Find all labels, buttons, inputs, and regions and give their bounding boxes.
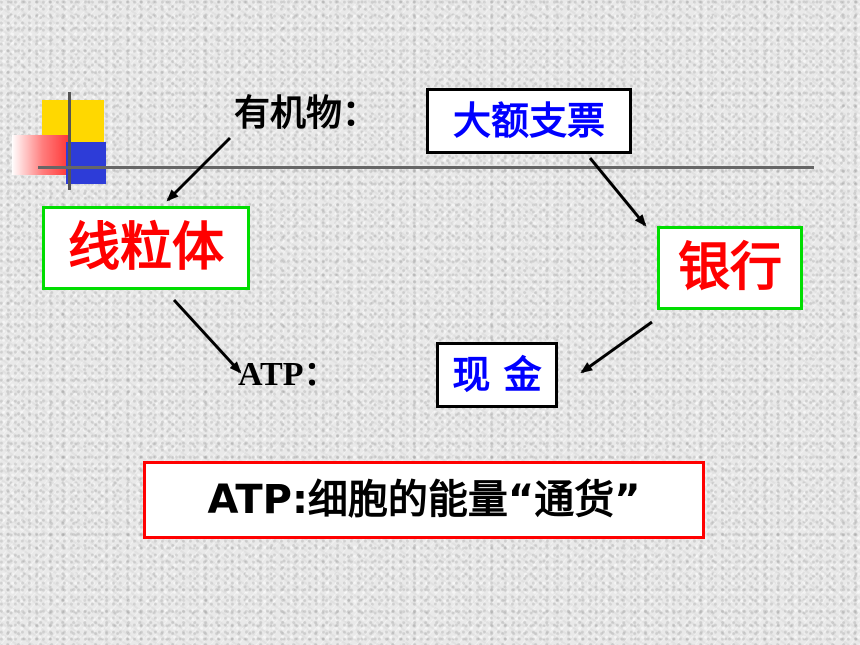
decor-vertical-line [68, 92, 71, 190]
arrow-bank-to-cash [580, 320, 653, 374]
big-check-text: 大额支票 [452, 99, 605, 143]
big-check-box: 大额支票 [426, 88, 632, 154]
summary-box: ATP:细胞的能量“通货” [143, 461, 705, 539]
decor-horizontal-rule [38, 166, 814, 169]
cash-box: 现 金 [436, 342, 558, 408]
mitochondria-box: 线粒体 [42, 206, 250, 290]
summary-text: ATP:细胞的能量“通货” [207, 477, 641, 523]
bank-box: 银行 [657, 226, 803, 310]
cash-text: 现 金 [452, 353, 542, 397]
arrow-organic-to-mitochondria [166, 136, 232, 202]
bank-text: 银行 [677, 238, 782, 298]
arrow-mitochondria-to-atp [172, 298, 242, 374]
organic-matter-label: 有机物： [234, 93, 379, 134]
arrow-check-to-bank [588, 157, 647, 227]
decor-blue-square [66, 142, 106, 184]
mitochondria-text: 线粒体 [67, 218, 224, 278]
atp-label: ATP： [238, 356, 338, 393]
